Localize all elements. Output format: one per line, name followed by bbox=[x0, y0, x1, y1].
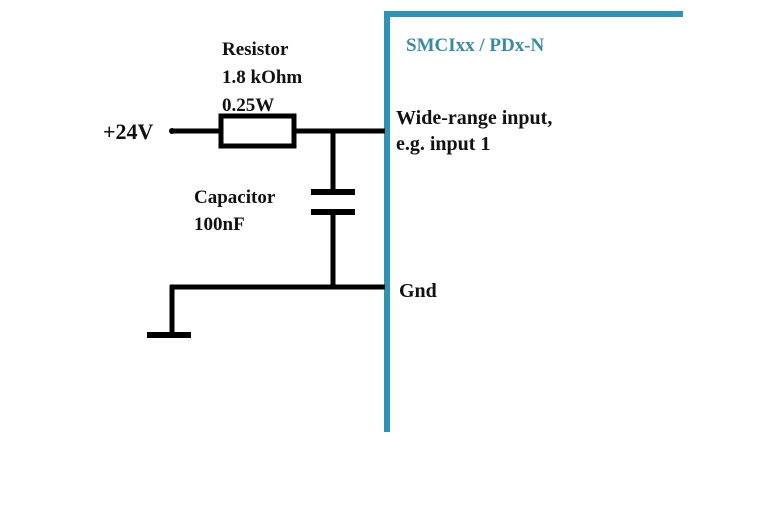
input-terminal-label-line2: e.g. input 1 bbox=[396, 133, 490, 155]
input-terminal-label-line1: Wide-range input, bbox=[396, 107, 552, 129]
supply-label: +24V bbox=[103, 119, 154, 144]
capacitor-value: 100nF bbox=[194, 214, 245, 235]
device-title: SMCIxx / PDx-N bbox=[406, 35, 545, 56]
device-box bbox=[384, 11, 683, 432]
ground-terminal-label: Gnd bbox=[399, 280, 437, 302]
resistor-name: Resistor bbox=[222, 39, 289, 60]
resistor-value: 1.8 kOhm bbox=[222, 67, 302, 88]
resistor-power: 0.25W bbox=[222, 95, 274, 116]
resistor-symbol bbox=[218, 113, 297, 149]
capacitor-name: Capacitor bbox=[194, 187, 276, 208]
